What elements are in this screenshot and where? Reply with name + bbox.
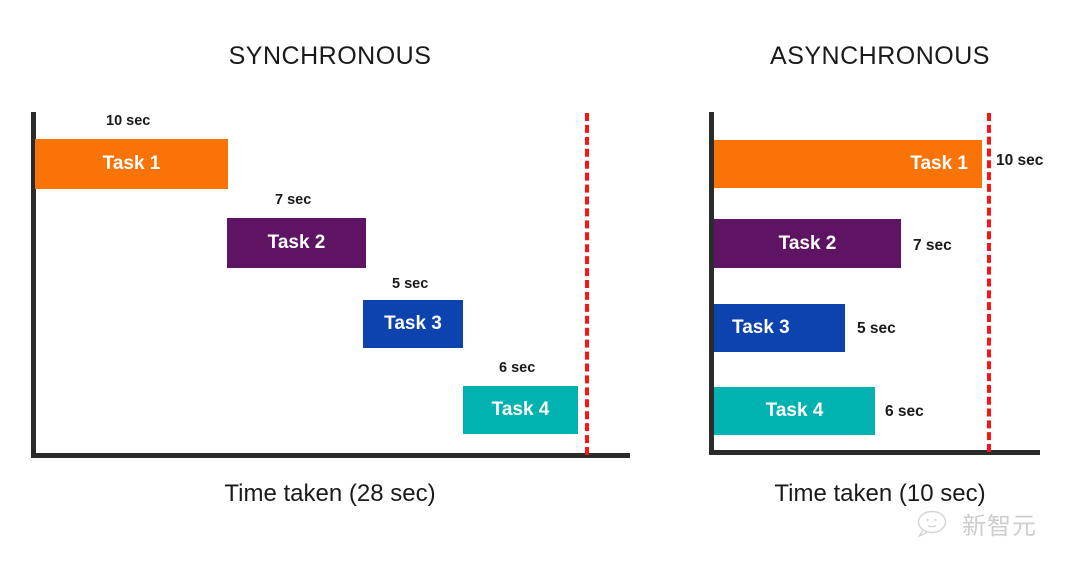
async-bar-task-2-label: Task 2 [778,232,837,254]
async-bar-task-3-label: Task 3 [732,317,790,338]
async-bar-task-4: Task 4 [714,387,875,435]
async-duration-task-4: 6 sec [885,403,924,420]
async-y-axis [709,112,714,455]
watermark: 新智元 [916,506,1037,541]
sync-x-axis [31,453,630,458]
sync-bar-task-3: Task 3 [363,300,463,348]
sync-bar-task-2: Task 2 [227,218,366,268]
sync-bar-task-4: Task 4 [463,386,578,434]
sync-duration-task-2: 7 sec [275,192,312,208]
wechat-bubble-icon [916,509,956,539]
async-duration-task-2: 7 sec [913,237,952,254]
sync-deadline-marker [585,113,589,455]
async-deadline-marker [987,113,991,452]
async-duration-task-3: 5 sec [857,320,896,337]
async-bar-task-2: Task 2 [714,219,901,268]
async-bar-task-3: Task 3 [714,304,845,352]
async-bar-task-1-label: Task 1 [910,153,968,174]
panel-title-asynchronous: ASYNCHRONOUS [770,42,990,70]
sync-duration-task-4: 6 sec [499,360,536,376]
sync-bar-task-3-label: Task 3 [384,313,442,334]
async-duration-task-1: 10 sec [996,152,1044,169]
sync-bar-task-4-label: Task 4 [491,399,550,420]
sync-bar-task-1: Task 1 [35,139,228,189]
panel-title-synchronous: SYNCHRONOUS [228,42,432,70]
sync-bar-task-1-label: Task 1 [102,153,161,174]
sync-y-axis [31,112,36,458]
sync-bar-task-2-label: Task 2 [267,232,326,253]
sync-duration-task-3: 5 sec [392,276,429,292]
caption-asynchronous: Time taken (10 sec) [774,480,986,507]
watermark-text: 新智元 [962,512,1037,540]
caption-synchronous: Time taken (28 sec) [224,480,436,507]
sync-duration-task-1: 10 sec [106,113,151,129]
async-bar-task-1: Task 1 [714,140,982,188]
async-x-axis [709,450,1040,455]
async-bar-task-4-label: Task 4 [765,400,824,421]
